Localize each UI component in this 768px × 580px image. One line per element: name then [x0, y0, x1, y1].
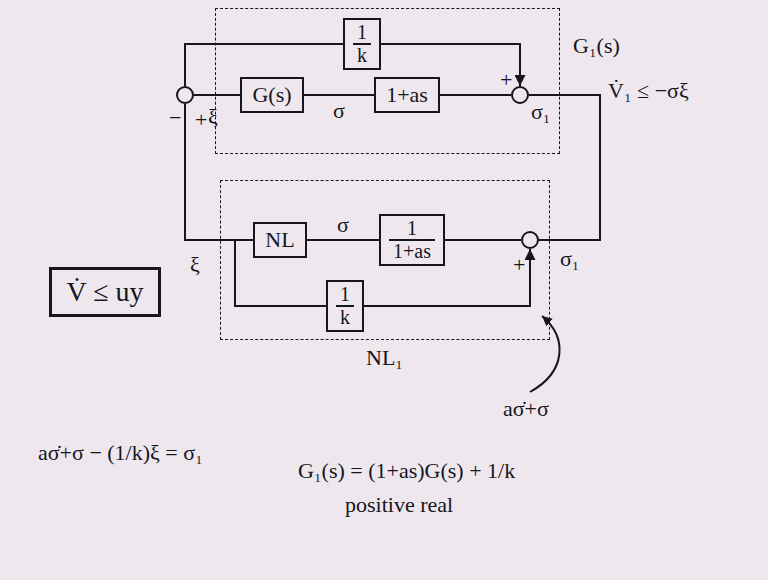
- signal-label: σ₁: [560, 246, 580, 271]
- signal-wire: [529, 95, 600, 240]
- equation: aσ̇+σ − (1/k)ξ = σ₁: [38, 440, 203, 465]
- signal-label: ξ: [208, 104, 218, 129]
- sign-label: +: [513, 252, 525, 277]
- sign-label: G₁(s): [573, 33, 620, 58]
- connector-group: [185, 44, 600, 306]
- nonlinearity-group: NL₁NL11+as1k+: [220, 180, 550, 340]
- lead-block: 1+as: [374, 77, 440, 112]
- callout-note: aσ̇+σ: [503, 396, 549, 421]
- signal-wire: [440, 94, 511, 96]
- sign-label: +: [500, 67, 512, 92]
- nonlinear-block: NL: [253, 222, 306, 257]
- block-text: G(s): [252, 82, 291, 107]
- signal-label: σ: [331, 99, 347, 123]
- block-text: k: [353, 45, 371, 66]
- block-text: 1+as: [386, 82, 428, 107]
- gain-block: 1k: [343, 18, 381, 70]
- summing-junction: +: [511, 86, 529, 104]
- signal-wire: [185, 104, 326, 306]
- signal-wire: [381, 44, 520, 86]
- summing-junction: +: [521, 231, 539, 249]
- gain-block: 1k: [326, 280, 364, 332]
- sign-label: NL₁: [366, 345, 403, 370]
- transfer-block: G(s): [240, 77, 303, 112]
- signal-wire: [364, 249, 530, 306]
- signal-wire: [445, 239, 521, 241]
- sign-label: −: [169, 105, 181, 130]
- signal-label: ξ: [190, 252, 200, 277]
- block-text: 1: [389, 218, 435, 241]
- leader-line: [530, 316, 560, 392]
- block-text: 1: [336, 284, 354, 307]
- block-text: NL: [265, 227, 294, 252]
- note: positive real: [345, 492, 453, 517]
- block-text: 1+as: [389, 241, 435, 262]
- signal-wire: [307, 239, 379, 241]
- signal-wire: [185, 44, 343, 86]
- summing-junction: +−: [176, 86, 194, 104]
- block-text: V̇ ≤ uy: [66, 276, 143, 307]
- block-text: k: [336, 307, 354, 328]
- transfer-function-group: G₁(s)1kG(s)1+as+: [215, 8, 560, 154]
- equation: G₁(s) = (1+as)G(s) + 1/k: [298, 458, 515, 483]
- lag-block: 11+as: [379, 214, 445, 266]
- sign-label: +: [195, 107, 207, 132]
- signal-label: σ: [335, 213, 351, 237]
- signal-wire: [304, 94, 375, 96]
- condition-note: V̇₁ ≤ −σξ: [608, 78, 689, 103]
- condition-box: V̇ ≤ uy: [49, 267, 160, 317]
- signal-label: σ₁: [531, 99, 551, 124]
- signal-wire: [194, 94, 240, 96]
- block-text: 1: [353, 22, 371, 45]
